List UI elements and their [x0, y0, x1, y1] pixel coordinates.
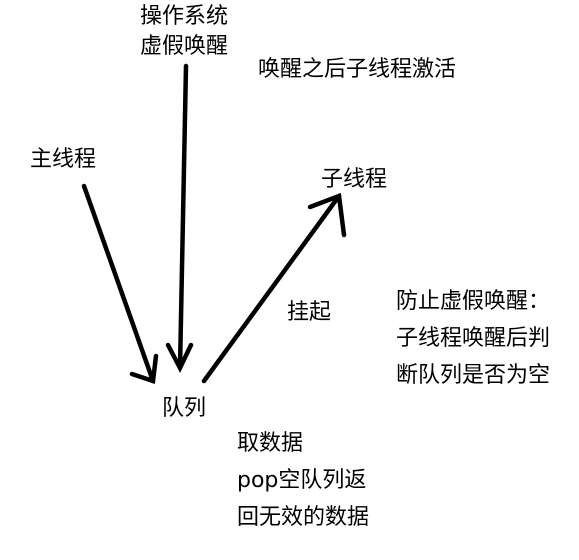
edge-os-to-queue: [165, 63, 194, 374]
os-label-line-2: 虚假唤醒: [140, 34, 229, 59]
prevent-note-line-3: 断队列是否为空: [396, 363, 551, 388]
node-fetch-note-label: 取数据 pop空队列返 回无效的数据: [237, 425, 369, 536]
node-wake-note-label: 唤醒之后子线程激活: [258, 57, 457, 82]
fetch-note-line-2: pop空队列返: [237, 468, 367, 493]
node-prevent-note-label: 防止虚假唤醒： 子线程唤醒后判 断队列是否为空: [396, 283, 550, 394]
node-child-thread-label: 子线程: [321, 167, 388, 192]
fetch-note-line-3: 回无效的数据: [237, 505, 370, 530]
prevent-note-line-1: 防止虚假唤醒：: [396, 289, 551, 314]
edge-queue-to-child-thread: [201, 192, 347, 384]
edge-main-thread-to-queue: [81, 183, 159, 385]
node-queue-label: 队列: [162, 396, 207, 421]
node-os-label: 操作系统 虚假唤醒: [140, 2, 228, 62]
prevent-note-line-2: 子线程唤醒后判: [396, 326, 551, 351]
fetch-note-line-1: 取数据: [237, 431, 304, 456]
node-main-thread-label: 主线程: [30, 147, 97, 172]
node-suspend-label: 挂起: [287, 300, 332, 325]
os-label-line-1: 操作系统: [140, 4, 229, 29]
